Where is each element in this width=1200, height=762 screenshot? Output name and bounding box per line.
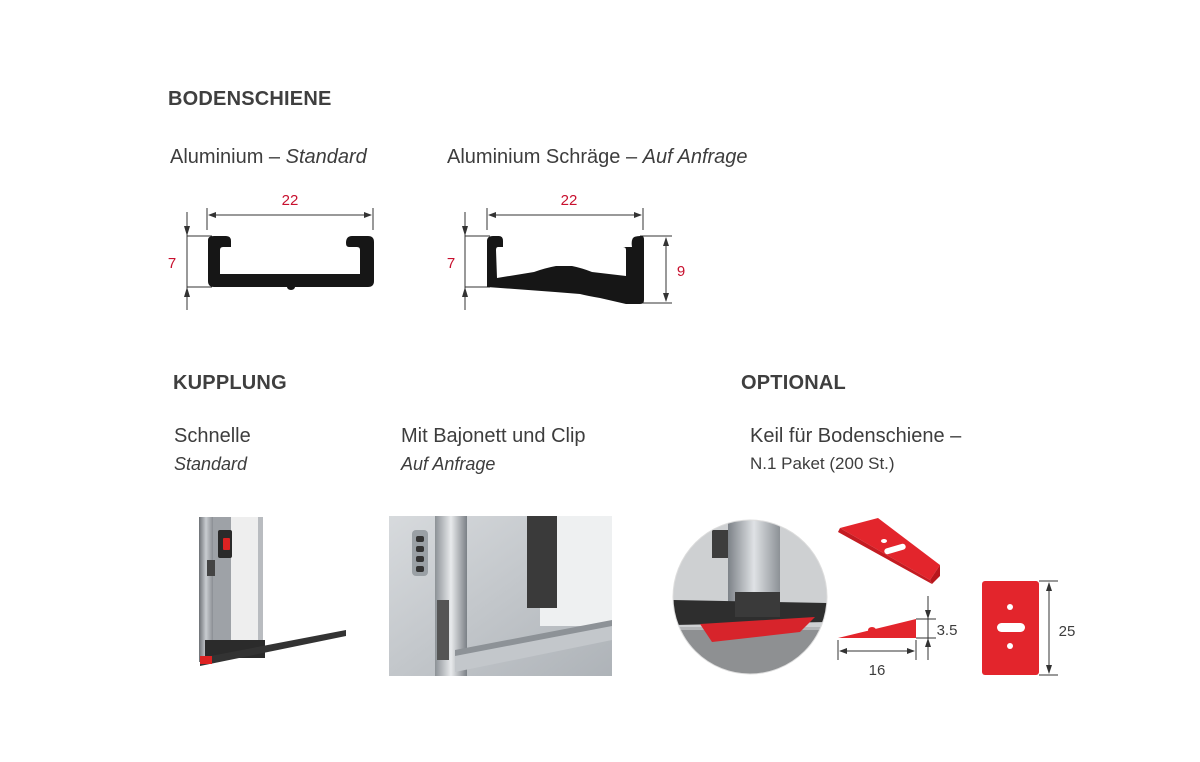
dimension-height-right-schraege: 9 <box>677 263 685 280</box>
coupling-name-bajonett: Mit Bajonett und Clip <box>401 425 586 447</box>
profile-label-aluminium-schraege: Aluminium Schräge – Auf Anfrage <box>447 146 748 168</box>
section-heading-kupplung: KUPPLUNG <box>173 372 287 394</box>
dimension-plate-height: 25 <box>1059 623 1076 640</box>
section-heading-bodenschiene: BODENSCHIENE <box>168 88 332 110</box>
coupling-name-schnelle: Schnelle <box>174 425 251 447</box>
dimension-width-schraege: 22 <box>561 192 578 209</box>
wedge-name: Keil für Bodenschiene – <box>750 425 962 447</box>
dimension-wedge-height: 3.5 <box>937 622 958 639</box>
coupling-note-schnelle: Standard <box>174 454 248 474</box>
dimension-height-left-schraege: 7 <box>447 255 455 272</box>
dimension-height-aluminium: 7 <box>168 255 176 272</box>
wedge-package-note: N.1 Paket (200 St.) <box>750 454 895 473</box>
dimension-wedge-length: 16 <box>869 662 886 679</box>
section-heading-optional: OPTIONAL <box>741 372 846 394</box>
dimension-width-aluminium: 22 <box>282 192 299 209</box>
coupling-note-bajonett: Auf Anfrage <box>401 454 496 474</box>
profile-label-aluminium: Aluminium – Standard <box>170 146 367 168</box>
